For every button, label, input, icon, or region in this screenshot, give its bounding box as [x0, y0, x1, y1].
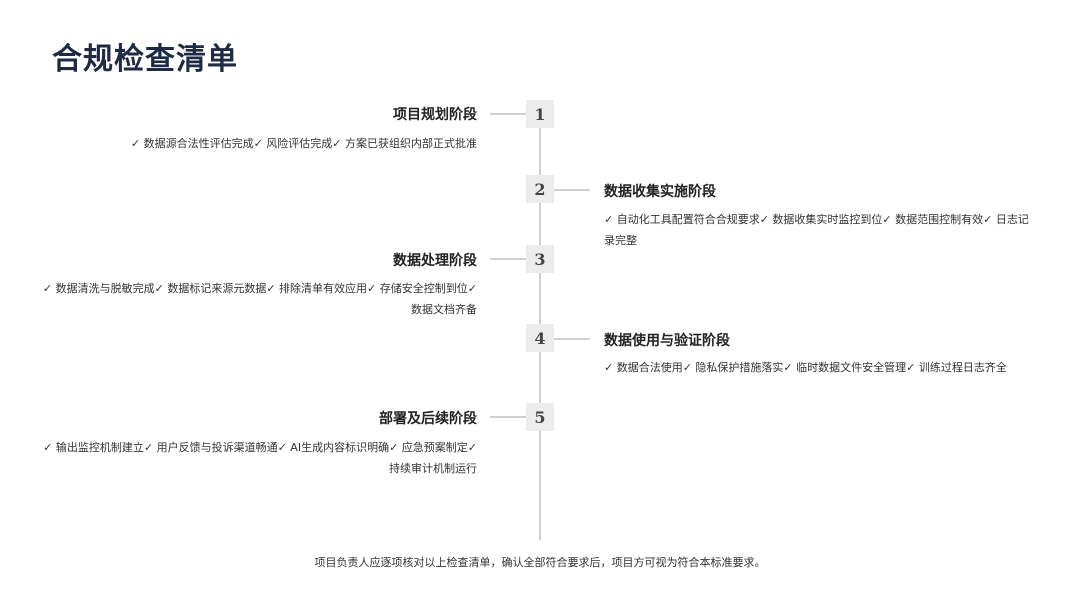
stage-title-3: 数据处理阶段 — [393, 253, 477, 269]
stage-desc-4: ✓ 数据合法使用✓ 隐私保护措施落实✓ 临时数据文件安全管理✓ 训练过程日志齐全 — [604, 361, 1007, 374]
page-title: 合规检查清单 — [52, 42, 238, 77]
footer-note: 项目负责人应逐项核对以上检查清单，确认全部符合要求后，项目方可视为符合本标准要求… — [314, 556, 766, 569]
stage-title-4: 数据使用与验证阶段 — [604, 333, 730, 349]
connector-2 — [554, 189, 590, 191]
stage-desc-3: ✓ 数据清洗与脱敏完成✓ 数据标记来源元数据✓ 排除清单有效应用✓ 存储安全控制… — [42, 282, 477, 316]
timeline-line — [539, 100, 541, 540]
stage-title-5: 部署及后续阶段 — [379, 411, 477, 427]
stage-number-1: 1 — [526, 100, 554, 128]
connector-3 — [490, 258, 526, 260]
stage-number-5: 5 — [526, 403, 554, 431]
stage-number-3: 3 — [526, 245, 554, 273]
connector-4 — [554, 338, 590, 340]
stage-number-2: 2 — [526, 175, 554, 203]
stage-title-1: 项目规划阶段 — [393, 107, 477, 123]
stage-desc-5: ✓ 输出监控机制建立✓ 用户反馈与投诉渠道畅通✓ AI生成内容标识明确✓ 应急预… — [43, 441, 477, 475]
stage-desc-2: ✓ 自动化工具配置符合合规要求✓ 数据收集实时监控到位✓ 数据范围控制有效✓ 日… — [604, 213, 1029, 247]
stage-number-4: 4 — [526, 324, 554, 352]
connector-5 — [490, 416, 526, 418]
stage-desc-1: ✓ 数据源合法性评估完成✓ 风险评估完成✓ 方案已获组织内部正式批准 — [130, 137, 477, 150]
stage-title-2: 数据收集实施阶段 — [604, 184, 716, 200]
connector-1 — [490, 113, 526, 115]
